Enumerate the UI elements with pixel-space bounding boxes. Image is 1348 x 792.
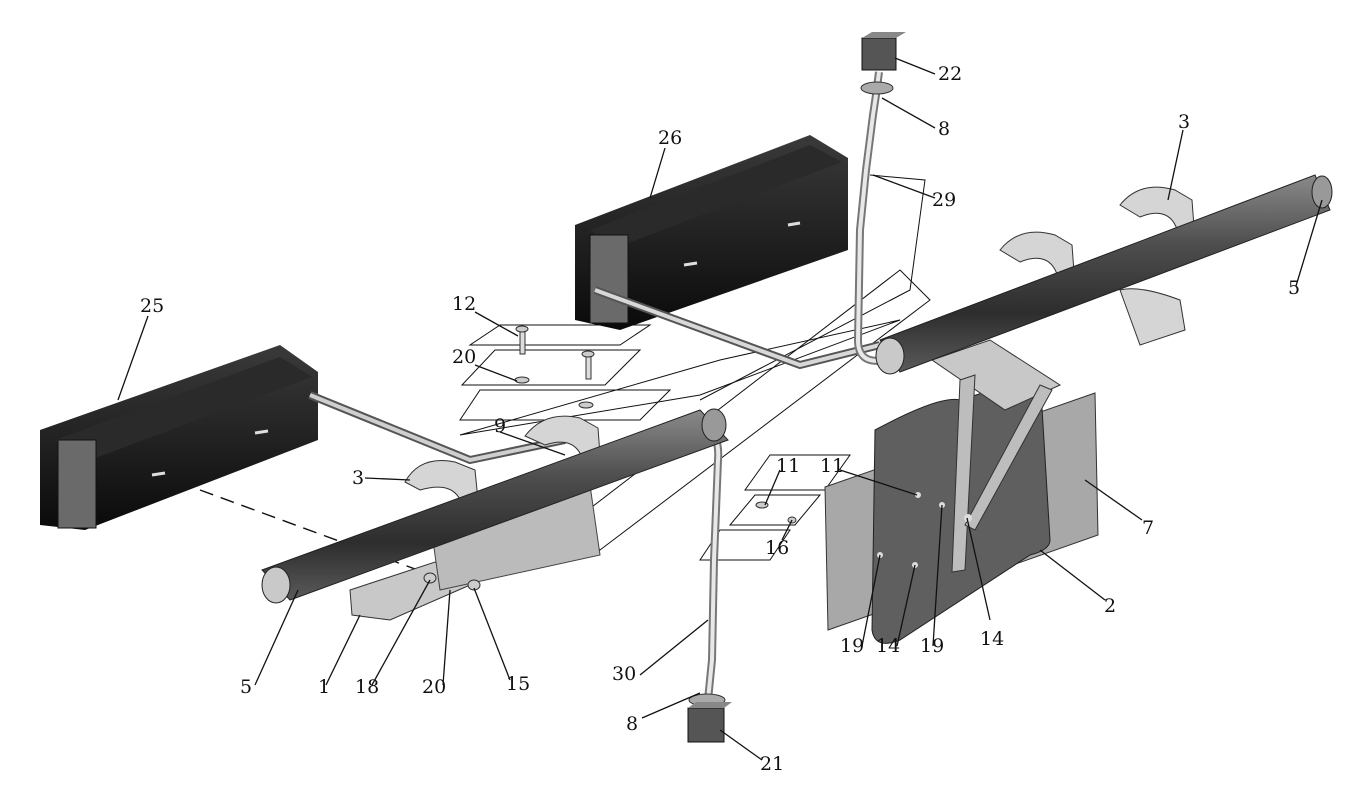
callout-7: 7: [1142, 517, 1154, 539]
callout-16: 16: [765, 537, 789, 559]
rear-lamp-left: [40, 345, 318, 530]
lamp-mounting-rods: [308, 286, 881, 465]
crossbar-tube-left: [261, 408, 729, 604]
callout-29: 29: [932, 189, 956, 211]
callout-11-right: 11: [820, 455, 844, 477]
callout-14-right: 14: [980, 628, 1004, 650]
callout-14-left: 14: [876, 635, 900, 657]
callout-25: 25: [140, 295, 164, 317]
callout-26: 26: [658, 127, 682, 149]
callout-15: 15: [506, 673, 530, 695]
callout-19-left: 19: [840, 635, 864, 657]
callout-3-left: 3: [352, 467, 364, 489]
callout-3-right: 3: [1178, 111, 1190, 133]
callout-11-left: 11: [776, 455, 800, 477]
callout-5-left: 5: [240, 676, 252, 698]
mud-flap-assembly: [824, 339, 1099, 644]
rear-lamp-right: [575, 135, 848, 330]
callout-20-lower: 20: [422, 676, 446, 698]
callout-9: 9: [494, 415, 506, 437]
callout-20-upper: 20: [452, 346, 476, 368]
clamps: [404, 186, 1195, 506]
callout-30: 30: [612, 663, 636, 685]
callout-12: 12: [452, 293, 476, 315]
callout-8-lower: 8: [626, 713, 638, 735]
crossbar-tube-right: [875, 174, 1333, 375]
callout-22: 22: [938, 63, 962, 85]
callout-2: 2: [1104, 595, 1116, 617]
callout-21: 21: [760, 753, 784, 775]
callout-labels: 25 26 22 8 29 3 5 12 20 9 3 11 11 7 16 2…: [140, 63, 1300, 775]
callout-18: 18: [355, 676, 379, 698]
callout-1: 1: [318, 676, 330, 698]
callout-5-right: 5: [1288, 277, 1300, 299]
fasteners: [423, 325, 797, 591]
callout-8-upper: 8: [938, 118, 950, 140]
wire-harness-lower: [687, 421, 732, 743]
callout-19-right: 19: [920, 635, 944, 657]
leader-lines: [117, 57, 1323, 761]
wire-harness-upper: [853, 32, 906, 365]
